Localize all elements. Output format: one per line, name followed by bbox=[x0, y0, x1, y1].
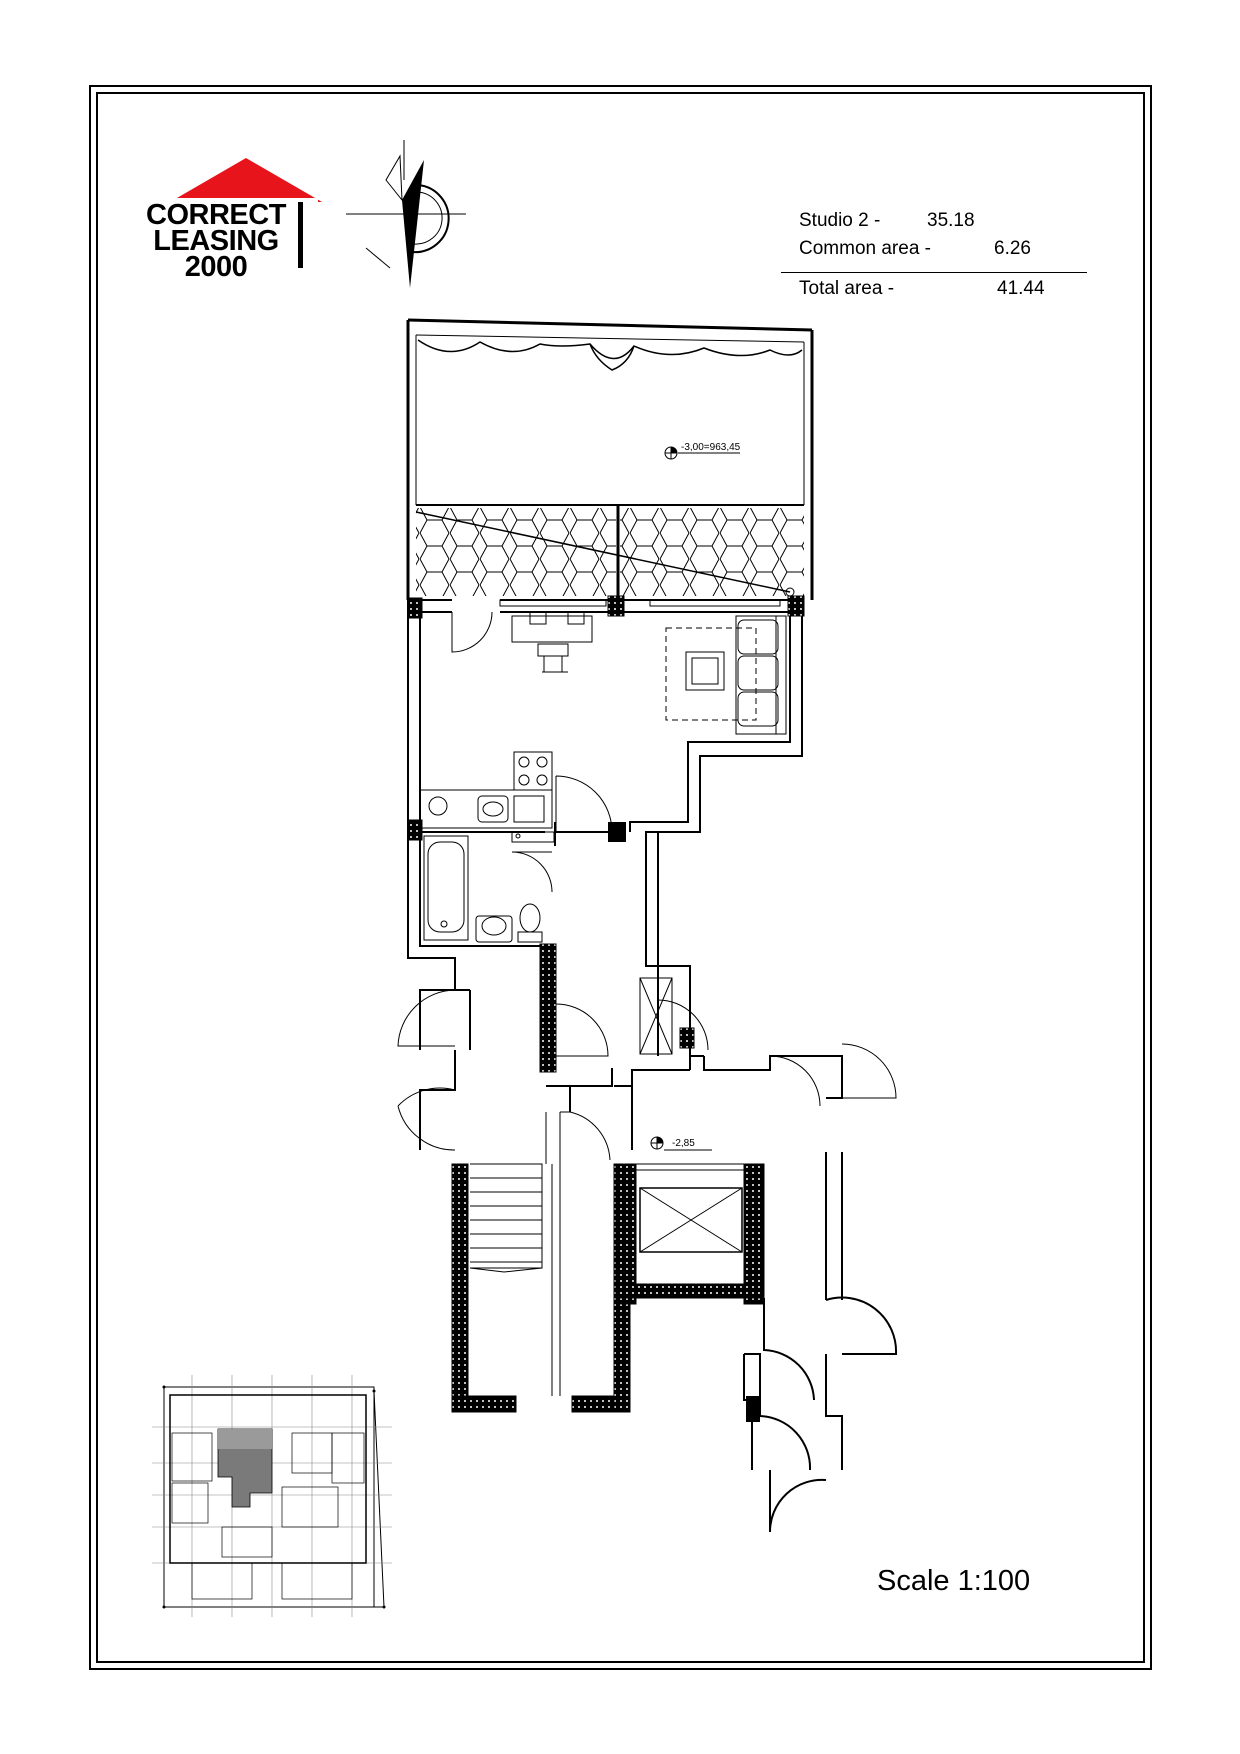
area-divider bbox=[781, 272, 1087, 273]
terrace-door bbox=[451, 611, 493, 653]
common-area-label: Common area - bbox=[799, 238, 931, 259]
stairwell bbox=[451, 1112, 631, 1413]
drawing-frame-outer bbox=[89, 85, 1152, 1670]
terrace: -3,00=963,45 bbox=[406, 318, 814, 600]
north-arrow-icon bbox=[346, 140, 466, 288]
vestibule-column bbox=[746, 1396, 760, 1422]
hall-level-mark: -2,85 bbox=[672, 1138, 695, 1149]
common-area-value: 6.26 bbox=[994, 238, 1031, 259]
logo-bar bbox=[298, 202, 303, 268]
logo-line-1: CORRECT bbox=[146, 199, 286, 231]
dining-table bbox=[511, 611, 593, 673]
terrace-level-mark: -3,00=963,45 bbox=[681, 442, 741, 453]
area-schedule: Studio 2 - 35.18 Common area - 6.26 Tota… bbox=[781, 210, 1087, 299]
hall-level: -2,85 bbox=[650, 1136, 712, 1151]
studio-door bbox=[555, 775, 613, 833]
bathroom bbox=[423, 831, 555, 943]
logo-line-3: 2000 bbox=[184, 251, 248, 283]
structural-columns bbox=[407, 595, 805, 1073]
logo-roof-icon bbox=[170, 158, 322, 202]
kitchenette bbox=[419, 751, 553, 829]
logo-line-2: LEASING bbox=[153, 225, 279, 257]
scale-label: Scale 1:100 bbox=[877, 1565, 1031, 1597]
total-area-label: Total area - bbox=[799, 278, 895, 299]
key-plan bbox=[152, 1375, 392, 1617]
studio-area-label: Studio 2 - bbox=[799, 210, 881, 231]
windows bbox=[499, 599, 781, 607]
total-area-value: 41.44 bbox=[997, 278, 1045, 299]
company-logo: CORRECT LEASING 2000 bbox=[136, 158, 326, 283]
logo-text: CORRECT LEASING 2000 bbox=[136, 199, 296, 283]
studio-area-value: 35.18 bbox=[927, 210, 975, 231]
lower-vestibule bbox=[743, 1296, 898, 1533]
drawing-frame-inner bbox=[96, 92, 1145, 1663]
corridor-doors bbox=[397, 977, 897, 1161]
elevator bbox=[615, 1163, 765, 1305]
sofa-set bbox=[665, 615, 787, 735]
